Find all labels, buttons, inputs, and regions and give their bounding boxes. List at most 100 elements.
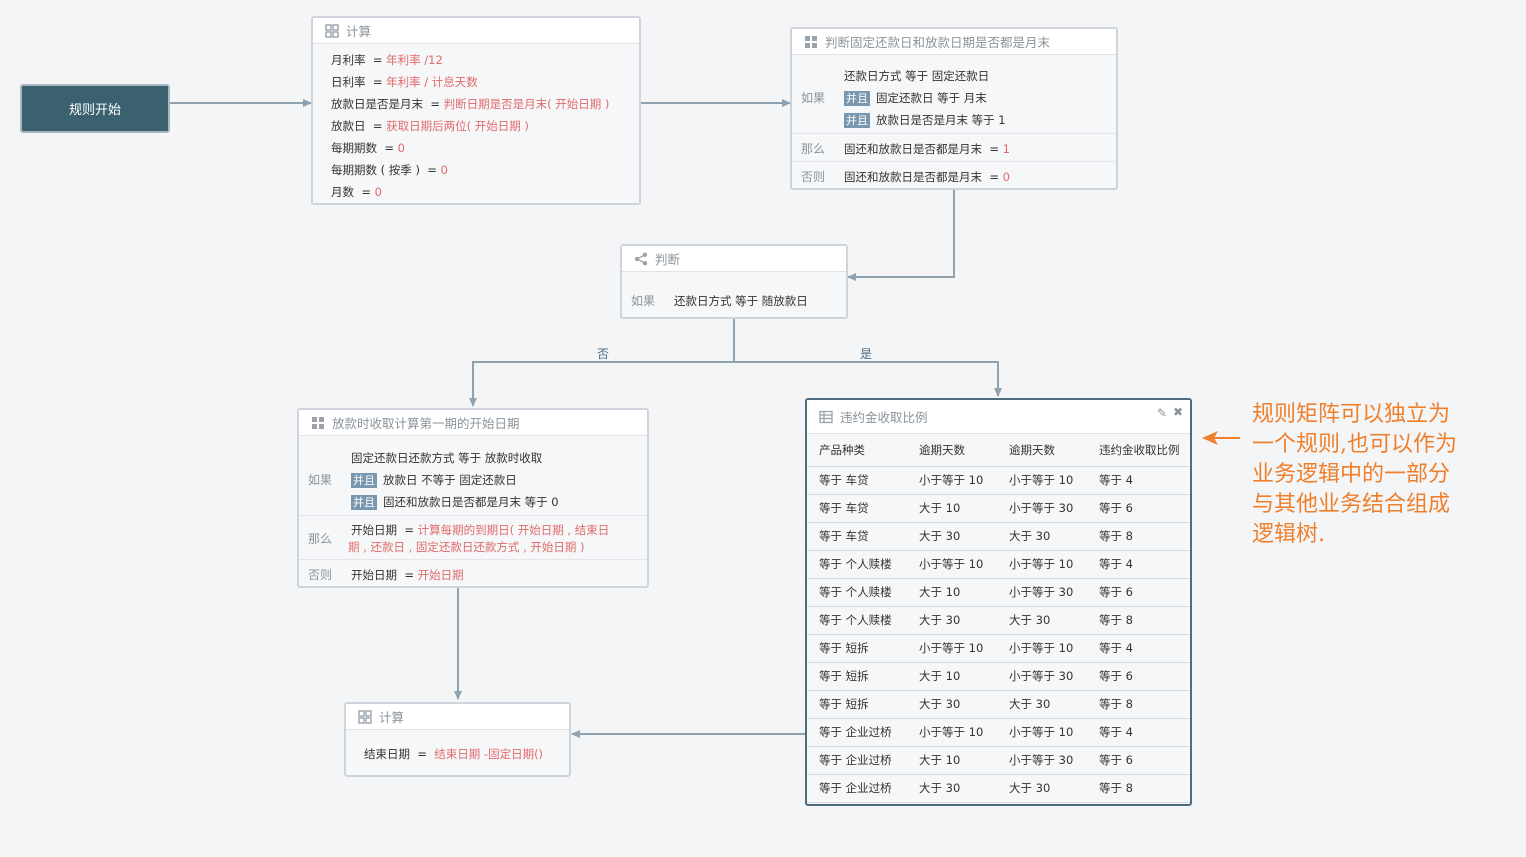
matrix-cell: 等于 短拆: [807, 690, 907, 719]
judge-condition: 还款日方式 等于 随放款日: [674, 294, 808, 308]
rule-start-node[interactable]: 规则开始: [20, 84, 170, 133]
matrix-cell: 小于等于 10: [997, 550, 1087, 579]
edit-icon[interactable]: ✎: [1157, 406, 1168, 420]
and-tag: 并且: [844, 113, 870, 128]
judge-node[interactable]: 判断 如果 还款日方式 等于 随放款日: [620, 244, 848, 319]
judge-month-end-header: 判断固定还款日和放款日期是否都是月末: [792, 29, 1116, 55]
matrix-cell: 大于 30: [907, 690, 997, 719]
matrix-column-header: 逾期天数: [997, 434, 1087, 467]
calc-expression: 放款日 = 获取日期后两位( 开始日期 ): [331, 119, 529, 133]
matrix-cell: 等于 6: [1087, 662, 1190, 691]
grid-icon: [358, 709, 372, 724]
matrix-cell: 大于 30: [907, 522, 997, 551]
condition-1: 还款日方式 等于 固定还款日: [844, 69, 990, 83]
calc-node-1-header: 计算: [313, 18, 639, 44]
calc-expression: 月利率 = 年利率 /12: [331, 53, 443, 67]
and-tag: 并且: [351, 495, 377, 510]
matrix-column-header: 违约金收取比例: [1087, 434, 1190, 467]
condition-3: 并且固还和放款日是否都是月末 等于 0: [351, 495, 559, 510]
table-icon: [819, 410, 833, 423]
matrix-cell: 等于 8: [1087, 606, 1190, 635]
close-icon[interactable]: ✖: [1173, 405, 1184, 419]
annotation-line: 规则矩阵可以独立为: [1252, 402, 1451, 427]
edge-label-no: 否: [597, 347, 610, 361]
calc-node-2[interactable]: 计算 结束日期 = 结束日期 -固定日期(): [344, 702, 571, 777]
matrix-cell: 小于等于 10: [997, 634, 1087, 663]
calc-expression: 月数 = 0: [331, 185, 382, 199]
matrix-cell: 大于 30: [997, 774, 1087, 803]
judge-month-end-node[interactable]: 判断固定还款日和放款日期是否都是月末 如果 还款日方式 等于 固定还款日 并且固…: [790, 27, 1118, 190]
edge-judge-no: [469, 361, 734, 407]
apps-icon: [312, 416, 324, 429]
matrix-cell: 等于 8: [1087, 690, 1190, 719]
then-label: 那么: [308, 532, 333, 546]
matrix-cell: 大于 10: [907, 578, 997, 607]
grid-icon: [325, 23, 339, 38]
matrix-cell: 等于 企业过桥: [807, 718, 907, 747]
and-tag: 并且: [844, 91, 870, 106]
matrix-cell: 等于 6: [1087, 578, 1190, 607]
then-expression-2: 期 , 还款日 , 固定还款日还款方式 , 开始日期 ): [348, 540, 585, 554]
edge-label-yes: 是: [860, 347, 873, 361]
matrix-cell: 等于 短拆: [807, 634, 907, 663]
calc-node-1-title: 计算: [346, 24, 372, 39]
penalty-matrix-node[interactable]: 违约金收取比例 ✎ ✖ 产品种类逾期天数逾期天数违约金收取比例 等于 车贷小于等…: [805, 398, 1192, 806]
calc-expression: 每期期数 ( 按季 ) = 0: [331, 163, 448, 177]
annotation-line: 业务逻辑中的一部分: [1252, 462, 1451, 487]
judge-month-end-title: 判断固定还款日和放款日期是否都是月末: [825, 35, 1051, 50]
divider: [792, 161, 1116, 162]
calc-expression: 日利率 = 年利率 / 计息天数: [331, 75, 478, 89]
matrix-cell: 小于等于 10: [907, 718, 997, 747]
matrix-column-header: 逾期天数: [907, 434, 997, 467]
else-label: 否则: [801, 170, 826, 184]
annotation-line: 逻辑树.: [1252, 522, 1325, 547]
matrix-cell: 大于 30: [997, 690, 1087, 719]
calc-node-2-title: 计算: [379, 710, 405, 725]
matrix-cell: 小于等于 30: [997, 746, 1087, 775]
matrix-cell: 小于等于 10: [907, 634, 997, 663]
annotation-line: 与其他业务结合组成: [1252, 492, 1451, 517]
matrix-cell: 等于 个人赎楼: [807, 606, 907, 635]
annotation-note: 规则矩阵可以独立为一个规则,也可以作为业务逻辑中的一部分与其他业务结合组成逻辑树…: [1252, 400, 1492, 550]
calc-node-2-expression: 结束日期 = 结束日期 -固定日期(): [364, 747, 544, 761]
start-date-header: 放款时收取计算第一期的开始日期: [299, 410, 647, 436]
apps-icon: [805, 35, 817, 48]
matrix-cell: 等于 6: [1087, 746, 1190, 775]
then-label: 那么: [801, 142, 826, 156]
matrix-cell: 大于 30: [997, 522, 1087, 551]
condition-2: 并且放款日 不等于 固定还款日: [351, 473, 517, 488]
then-expression: 固还和放款日是否都是月末 = 1: [844, 142, 1010, 156]
matrix-cell: 小于等于 30: [997, 494, 1087, 523]
annotation-arrow-icon: [1202, 431, 1240, 445]
divider: [299, 559, 647, 560]
if-label: 如果: [308, 473, 333, 487]
matrix-cell: 等于 企业过桥: [807, 774, 907, 803]
matrix-cell: 大于 30: [907, 774, 997, 803]
start-date-title: 放款时收取计算第一期的开始日期: [332, 416, 520, 431]
else-expression: 开始日期 = 开始日期: [351, 568, 464, 582]
matrix-cell: 等于 企业过桥: [807, 746, 907, 775]
matrix-cell: 等于 个人赎楼: [807, 578, 907, 607]
start-date-node[interactable]: 放款时收取计算第一期的开始日期 如果 固定还款日还款方式 等于 放款时收取 并且…: [297, 408, 649, 588]
matrix-cell: 大于 10: [907, 662, 997, 691]
calc-expression: 每期期数 = 0: [331, 141, 405, 155]
penalty-matrix-header: 违约金收取比例: [807, 400, 1190, 434]
matrix-cell: 小于等于 10: [907, 550, 997, 579]
matrix-cell: 等于 8: [1087, 774, 1190, 803]
matrix-cell: 等于 4: [1087, 550, 1190, 579]
